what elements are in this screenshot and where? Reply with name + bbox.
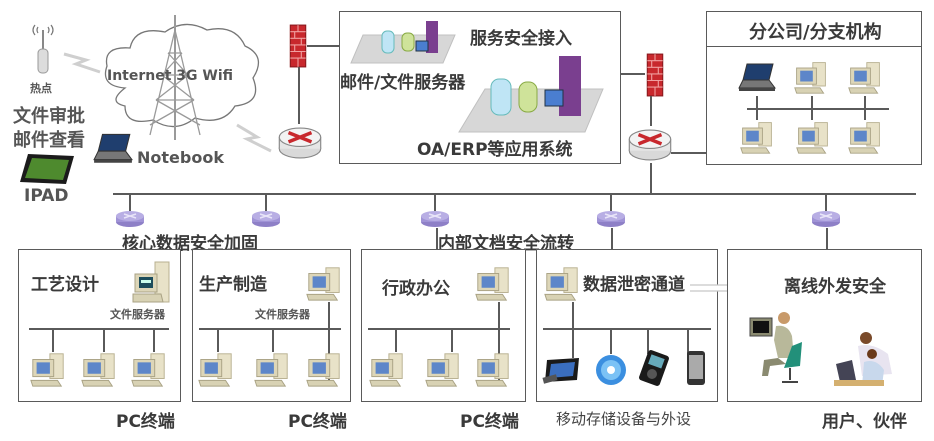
pc-icon bbox=[543, 264, 581, 302]
pc-icon bbox=[253, 350, 291, 388]
cloud-label: Internet 3G Wifi bbox=[107, 68, 234, 84]
pc-icon bbox=[305, 350, 343, 388]
switch-hub-icon bbox=[251, 210, 281, 228]
user-at-computer-icon bbox=[749, 312, 802, 383]
file-server-label: 文件服务器 bbox=[255, 308, 310, 321]
pc-icon bbox=[795, 119, 831, 155]
connector-line bbox=[307, 45, 340, 47]
pc-icon bbox=[847, 59, 883, 95]
hotspot-label: 热点 bbox=[30, 82, 52, 95]
pc-icon bbox=[305, 264, 343, 302]
switch-hub-icon bbox=[420, 210, 450, 228]
pc-icon bbox=[474, 264, 512, 302]
pc-icon bbox=[197, 350, 235, 388]
pc-icon bbox=[80, 350, 118, 388]
pc-icon bbox=[424, 350, 462, 388]
cell-tower-icon bbox=[149, 15, 201, 140]
ipad-label: IPAD bbox=[24, 186, 69, 206]
branch-office: 分公司/分支机构 bbox=[706, 11, 922, 165]
file-server-icon bbox=[132, 261, 170, 303]
firewall-icon bbox=[289, 24, 307, 68]
server-platform-small-icon bbox=[350, 21, 456, 64]
mobile-use-mail-view: 邮件查看 bbox=[13, 130, 85, 151]
laptop-icon bbox=[92, 132, 134, 164]
app-server-platform-icon bbox=[458, 56, 604, 133]
app-system-label: OA/ERP等应用系统 bbox=[417, 140, 573, 160]
dept-title: 生产制造 bbox=[199, 275, 267, 295]
dept-footer: PC终端 bbox=[460, 412, 519, 432]
business-team-icon bbox=[834, 332, 892, 386]
router-icon bbox=[277, 123, 323, 163]
server-zone-title: 服务安全接入 bbox=[470, 29, 572, 49]
hotspot-antenna-icon bbox=[32, 24, 54, 74]
mobile-use-file-approval: 文件审批 bbox=[13, 106, 85, 127]
switch-hub-icon bbox=[811, 210, 841, 228]
connector-line bbox=[650, 163, 652, 193]
branch-title: 分公司/分支机构 bbox=[749, 22, 882, 43]
mp3-player-icon bbox=[639, 350, 669, 386]
pc-icon bbox=[847, 119, 883, 155]
dept-process-design: 工艺设计 文件服务器 bbox=[18, 249, 181, 402]
connector-line bbox=[650, 96, 652, 126]
file-server-label: 文件服务器 bbox=[110, 308, 165, 321]
usb-storage-icon bbox=[542, 358, 579, 384]
lightning-bolt-icon bbox=[236, 123, 272, 153]
dept-title: 数据泄密通道 bbox=[583, 275, 685, 295]
connector-line bbox=[298, 67, 300, 124]
dept-footer: PC终端 bbox=[288, 412, 347, 432]
dept-footer: PC终端 bbox=[116, 412, 175, 432]
cd-disc-icon bbox=[596, 355, 626, 385]
dept-footer: 移动存储设备与外设 bbox=[556, 410, 692, 428]
dept-title: 工艺设计 bbox=[31, 275, 99, 295]
pc-icon bbox=[474, 350, 512, 388]
dept-footer: 用户、伙伴 bbox=[822, 412, 907, 432]
dept-offline-outgoing: 离线外发安全 bbox=[727, 249, 922, 402]
laptop-icon bbox=[737, 62, 777, 92]
switch-hub-icon bbox=[596, 210, 626, 228]
pc-icon bbox=[793, 59, 829, 95]
firewall-icon bbox=[646, 53, 664, 97]
dept-administration: 行政办公 bbox=[361, 249, 526, 402]
smartphone-icon bbox=[687, 351, 705, 385]
router-icon bbox=[627, 125, 673, 165]
server-zone: 服务安全接入 邮件/文件服务器 OA/ERP等应用系统 bbox=[339, 11, 621, 164]
pc-icon bbox=[29, 350, 67, 388]
dept-title: 行政办公 bbox=[382, 279, 450, 299]
pc-icon bbox=[739, 119, 775, 155]
pc-icon bbox=[130, 350, 168, 388]
tablet-icon bbox=[20, 154, 74, 184]
notebook-label: Notebook bbox=[137, 148, 224, 167]
dept-production: 生产制造 文件服务器 bbox=[192, 249, 351, 402]
switch-hub-icon bbox=[115, 210, 145, 228]
dept-title: 离线外发安全 bbox=[784, 277, 886, 297]
backbone-line bbox=[113, 193, 916, 195]
connector-line bbox=[621, 73, 645, 75]
dept-data-leak-channel: 数据泄密通道 bbox=[536, 249, 718, 402]
pc-icon bbox=[368, 350, 406, 388]
connector-line bbox=[671, 152, 707, 154]
mail-file-server-label: 邮件/文件服务器 bbox=[340, 73, 466, 93]
